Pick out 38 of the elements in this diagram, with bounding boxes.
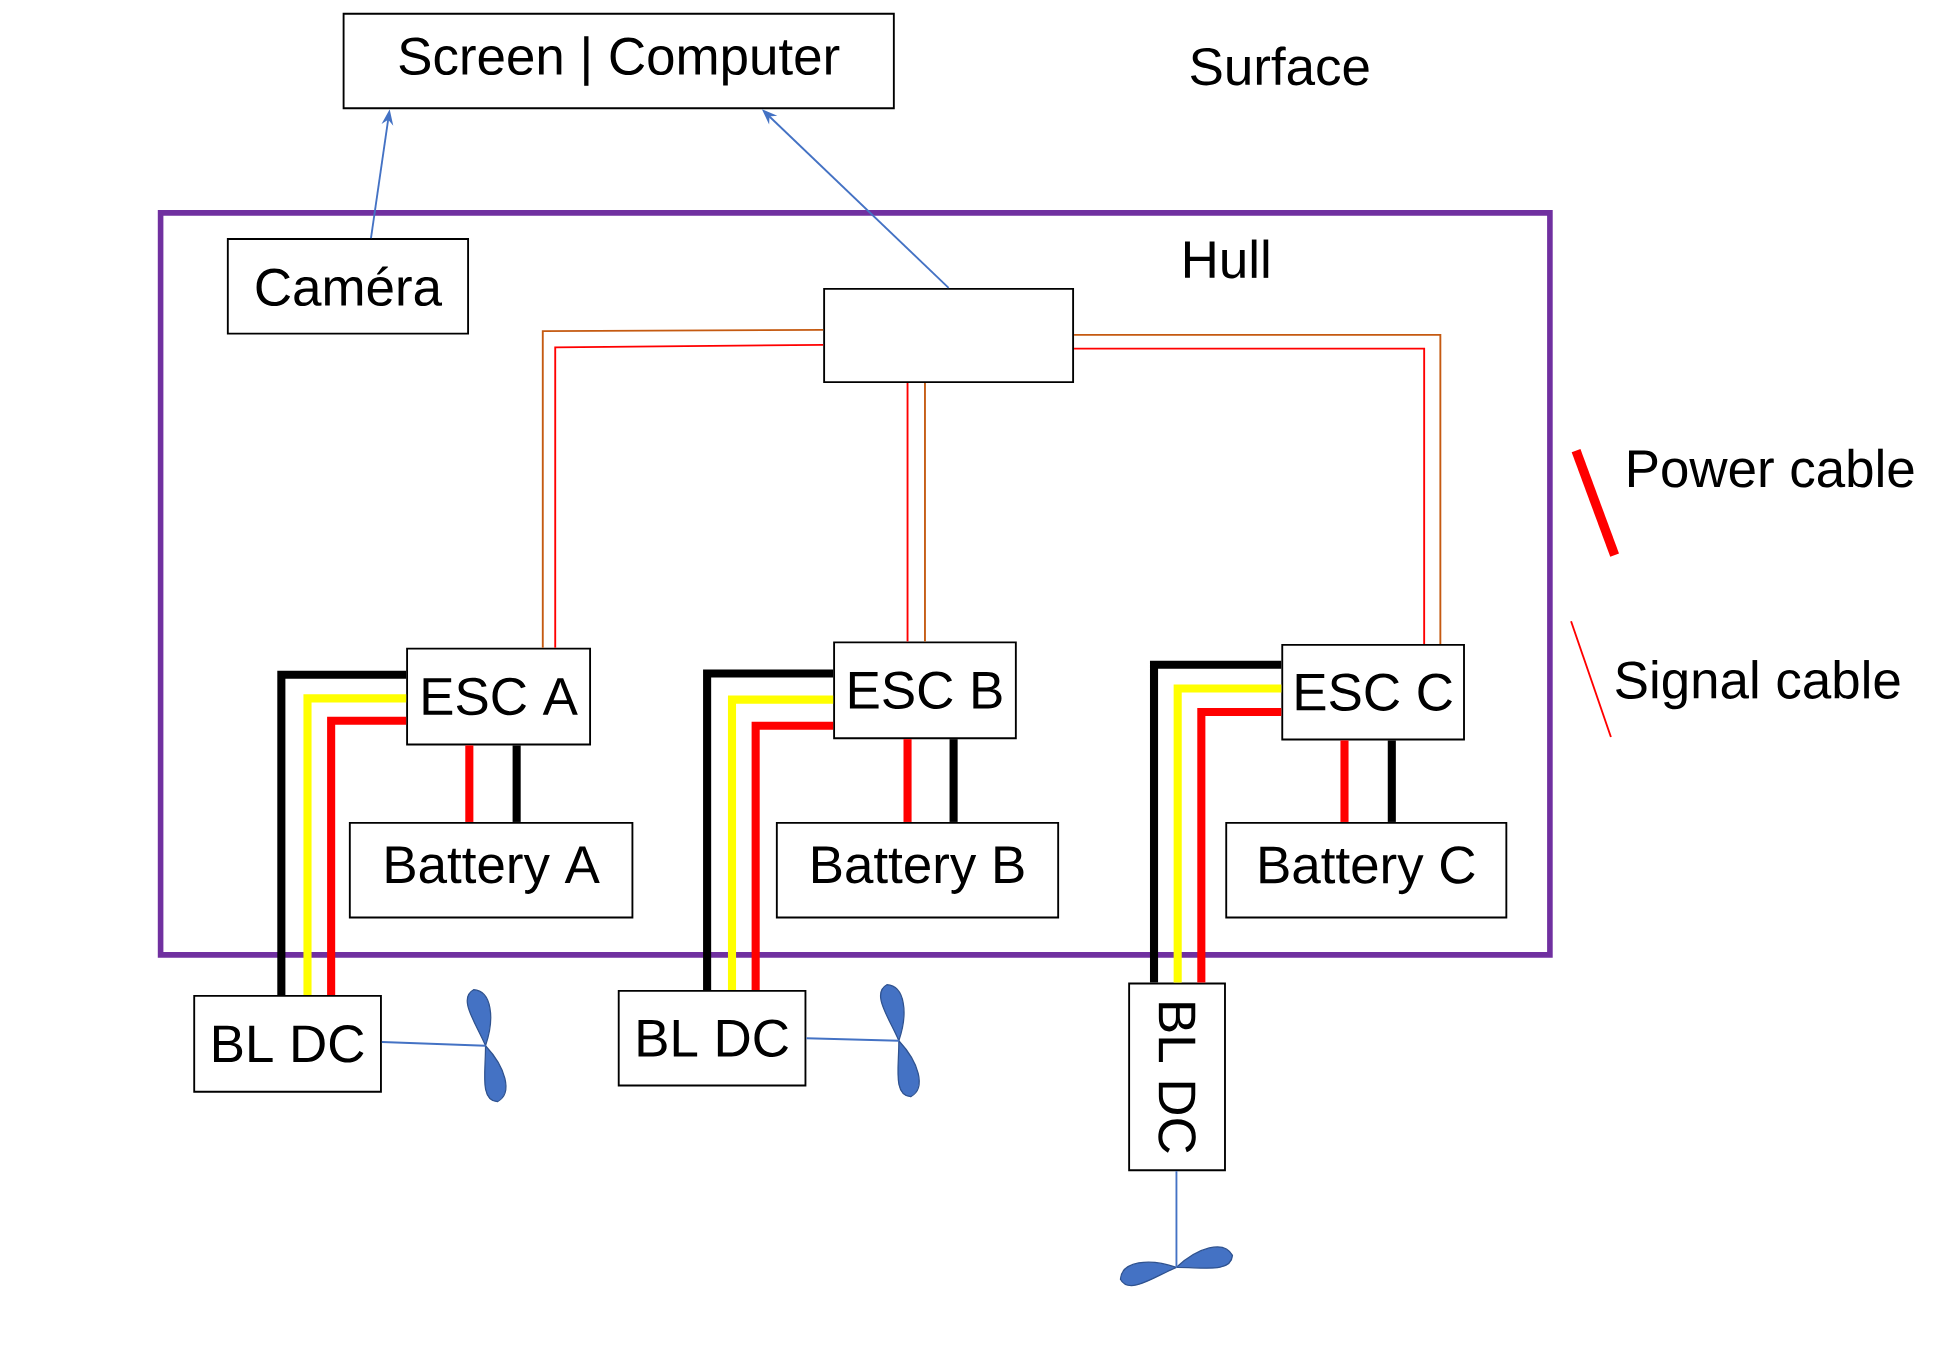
component-box: BL DC <box>617 989 807 1087</box>
legend-label: Power cable <box>1629 448 1914 488</box>
cable <box>327 716 407 995</box>
cable <box>303 694 407 995</box>
cable <box>512 745 521 822</box>
cable <box>727 695 834 990</box>
component-box: Caméra <box>226 237 470 335</box>
component-box: Screen | Computer <box>342 12 895 110</box>
cable <box>751 721 834 990</box>
cable <box>949 738 958 822</box>
propeller-drawing <box>880 983 920 1098</box>
component-box: BL DC <box>1128 982 1226 1171</box>
component-box: ESC C <box>1281 643 1465 741</box>
surface-label: Surface <box>1191 46 1369 86</box>
component-box: ESC A <box>406 647 592 746</box>
component-box: Battery B <box>775 821 1060 919</box>
component-box: Battery C <box>1225 821 1508 919</box>
shaft-line <box>380 1040 487 1047</box>
cable <box>1197 707 1282 983</box>
shaft-line <box>1175 1170 1178 1269</box>
cable <box>277 670 407 995</box>
cable <box>1149 660 1282 983</box>
cable <box>1173 684 1282 983</box>
shaft-line <box>805 1037 900 1042</box>
propeller-drawing <box>466 988 507 1103</box>
legend-label: Signal cable <box>1616 659 1900 710</box>
module-box <box>823 287 1075 383</box>
cable <box>1340 740 1349 822</box>
component-box: ESC B <box>833 641 1017 739</box>
cable <box>1387 740 1396 822</box>
cable <box>465 745 474 822</box>
propeller-drawing <box>1119 1246 1234 1286</box>
cable <box>906 382 909 643</box>
cable <box>903 738 912 822</box>
cable <box>703 669 834 990</box>
component-box: BL DC <box>193 994 382 1093</box>
component-box: Battery A <box>348 821 634 919</box>
cable <box>924 382 926 643</box>
